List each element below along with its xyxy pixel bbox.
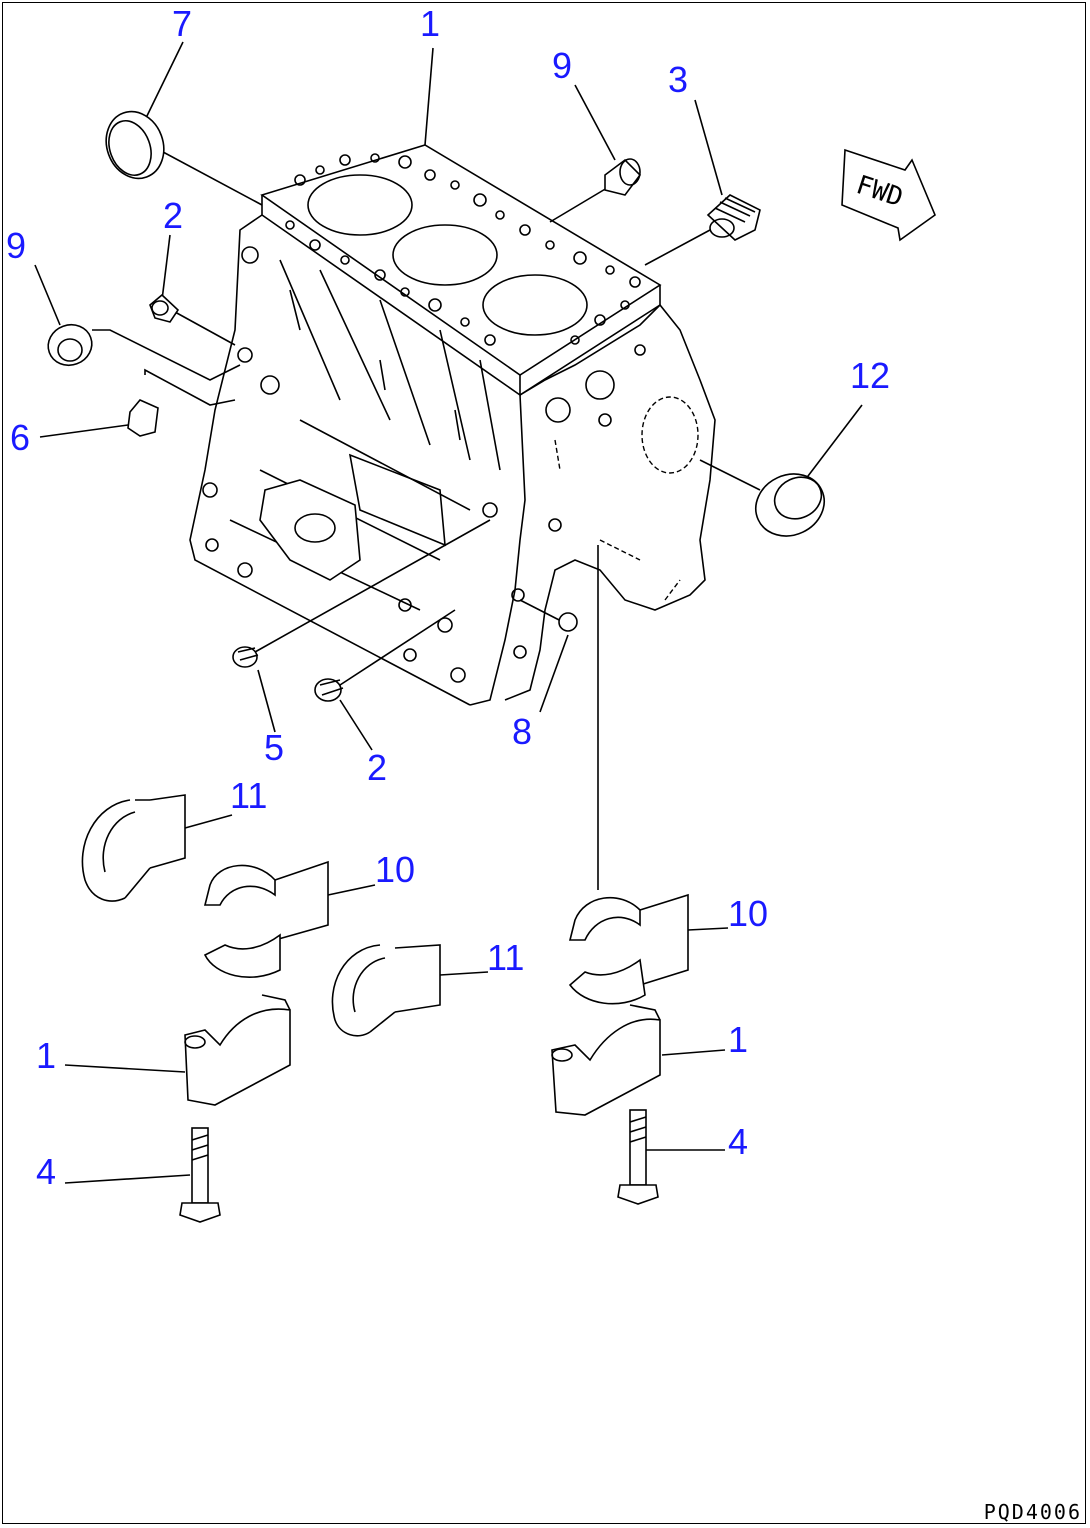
plug-9-top bbox=[604, 158, 642, 196]
plug-3 bbox=[706, 194, 761, 241]
callout-6: 6 bbox=[10, 417, 31, 458]
callout-7: 7 bbox=[172, 3, 193, 44]
main-cap-1-right bbox=[551, 1004, 661, 1116]
plug-cap-7 bbox=[105, 110, 165, 180]
plug-2-lower bbox=[314, 678, 344, 702]
main-cap-1-left bbox=[184, 994, 291, 1106]
plug-5 bbox=[232, 646, 259, 668]
callout-11-right: 11 bbox=[487, 937, 525, 978]
plug-8 bbox=[558, 612, 578, 632]
callout-9-left: 9 bbox=[6, 225, 27, 266]
callout-4-left: 4 bbox=[36, 1151, 57, 1192]
callout-1-block: 1 bbox=[420, 3, 441, 44]
callout-4-right: 4 bbox=[728, 1121, 749, 1162]
callout-9-top: 9 bbox=[552, 45, 573, 86]
main-bearing-10-left bbox=[203, 860, 329, 978]
bolt-4-left bbox=[179, 1127, 221, 1223]
callout-3: 3 bbox=[668, 59, 689, 100]
callout-5: 5 bbox=[264, 727, 285, 768]
bolt-4-right bbox=[617, 1109, 659, 1205]
plug-6 bbox=[127, 399, 159, 437]
drawing-code: PQD4006 bbox=[983, 1500, 1082, 1524]
plug-2-upper bbox=[149, 293, 180, 323]
callout-12: 12 bbox=[850, 355, 891, 396]
plug-12 bbox=[755, 473, 825, 537]
cylinder-block bbox=[189, 144, 716, 706]
callout-10-left: 10 bbox=[375, 849, 416, 890]
callout-10-right: 10 bbox=[728, 893, 769, 934]
callout-2-upper: 2 bbox=[163, 195, 184, 236]
callout-1-cap-left: 1 bbox=[36, 1035, 57, 1076]
thrust-washer-11-left bbox=[81, 794, 186, 902]
main-bearing-10-right bbox=[568, 893, 689, 1005]
plug-9-left bbox=[47, 323, 93, 367]
callout-11-left: 11 bbox=[230, 775, 268, 816]
callout-2-lower: 2 bbox=[367, 747, 388, 788]
thrust-washer-11-right bbox=[331, 944, 441, 1037]
callout-1-cap-right: 1 bbox=[728, 1019, 749, 1060]
fwd-arrow-icon: FWD bbox=[841, 148, 936, 242]
leader-lines bbox=[34, 41, 863, 1184]
callout-8: 8 bbox=[512, 711, 533, 752]
